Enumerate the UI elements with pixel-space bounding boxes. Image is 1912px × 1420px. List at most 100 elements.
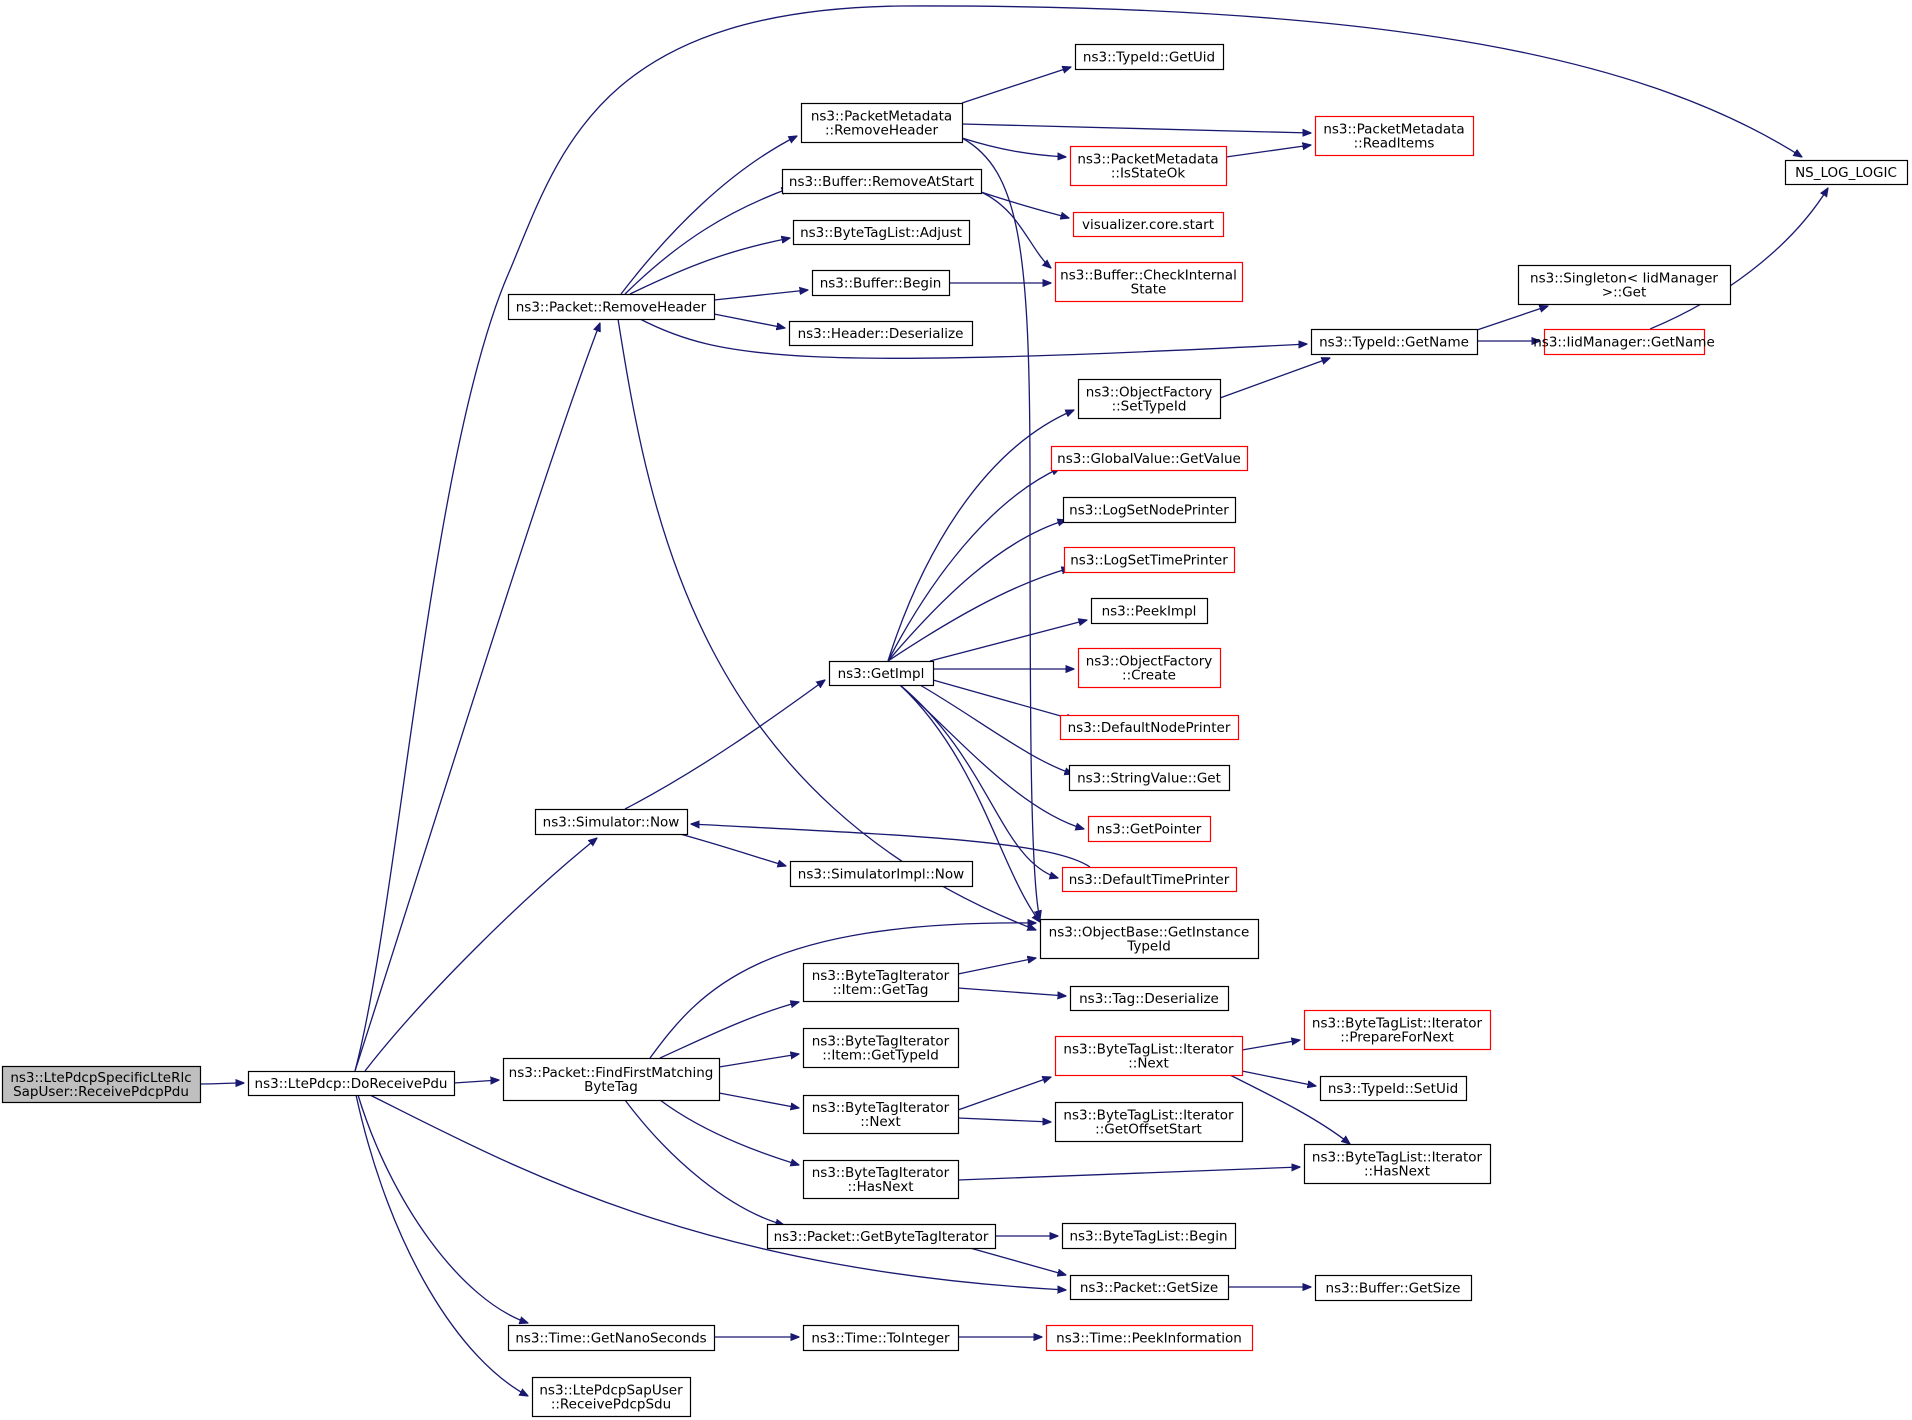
node-bufremove[interactable]: ns3::Buffer::RemoveAtStart [781,168,983,195]
node-bufgetsize[interactable]: ns3::Buffer::GetSize [1314,1274,1473,1302]
node-peekimpl[interactable]: ns3::PeekImpl [1090,597,1209,625]
node-doreceive[interactable]: ns3::LtePdcp::DoReceivePdu [247,1070,456,1097]
node-pmremove[interactable]: ns3::PacketMetadata::RemoveHeader [800,102,964,144]
edge-removeheader-to-btladjust [629,238,790,295]
edge-path [1241,1040,1300,1051]
node-typeidsetuid[interactable]: ns3::TypeId::SetUid [1319,1075,1468,1102]
node-simimplnow[interactable]: ns3::SimulatorImpl::Now [789,860,974,888]
node-root[interactable]: ns3::LtePdcpSpecificLteRlcSapUser::Recei… [1,1065,202,1104]
edge-doreceive-to-findfirst [453,1080,499,1083]
node-box [1054,261,1244,303]
node-label: ns3::Singleton< IidManager [1530,271,1718,287]
node-btlhasnext[interactable]: ns3::ByteTagList::Iterator::HasNext [1303,1143,1492,1185]
edge-path [199,1083,244,1084]
node-removeheader[interactable]: ns3::Packet::RemoveHeader [507,293,716,321]
node-btinext[interactable]: ns3::ByteTagIterator::Next [802,1094,960,1135]
node-box [534,808,689,836]
edge-getimpl-to-peekimpl [929,620,1087,662]
node-label: ns3::Tag::Deserialize [1079,991,1219,1007]
node-lognode[interactable]: ns3::LogSetNodePrinter [1062,496,1237,524]
node-label: visualizer.core.start [1082,217,1214,233]
node-label: ::Item::GetTypeId [822,1048,939,1064]
node-pktgetsize[interactable]: ns3::Packet::GetSize [1069,1274,1230,1301]
edge-doreceive-to-simnow [364,838,597,1072]
edge-path [713,290,808,301]
node-getimpl[interactable]: ns3::GetImpl [828,660,935,687]
node-label: ns3::Time::PeekInformation [1056,1331,1242,1347]
node-iidname[interactable]: ns3::IidManager::GetName [1533,328,1715,356]
edge-path [899,684,1084,829]
node-btlprepare[interactable]: ns3::ByteTagList::Iterator::PrepareForNe… [1303,1009,1492,1051]
edge-path [887,568,1070,662]
node-btlbegin[interactable]: ns3::ByteTagList::Begin [1061,1222,1237,1250]
edge-bufremove-to-vizstart [980,191,1069,218]
edge-path [961,67,1071,104]
node-box [1039,918,1260,960]
edge-path [659,1099,799,1165]
node-typeidname[interactable]: ns3::TypeId::GetName [1310,328,1479,356]
edge-path [624,680,825,810]
node-strget[interactable]: ns3::StringValue::Get [1068,764,1231,792]
node-defnode[interactable]: ns3::DefaultNodePrinter [1059,714,1240,741]
node-label: ns3::ByteTagList::Iterator [1312,1016,1483,1032]
edge-removeheader-to-pmremove [620,136,797,295]
node-btloffset[interactable]: ns3::ByteTagList::Iterator::GetOffsetSta… [1054,1101,1244,1143]
node-btigettag[interactable]: ns3::ByteTagIterator::Item::GetTag [802,962,960,1003]
edge-getimpl-to-strget [919,684,1073,774]
node-box [531,1376,692,1418]
edge-path [617,318,1036,930]
node-btihasnext[interactable]: ns3::ByteTagIterator::HasNext [802,1159,960,1200]
node-btlnext[interactable]: ns3::ByteTagList::Iterator::Next [1054,1035,1244,1077]
node-simnow[interactable]: ns3::Simulator::Now [534,808,689,836]
edge-getimpl-to-defnode [932,679,1075,720]
edge-path [1225,145,1311,158]
node-label: ::RemoveHeader [825,123,938,139]
node-box [1063,546,1236,574]
node-box [802,962,960,1003]
node-pmisstate[interactable]: ns3::PacketMetadata::IsStateOk [1069,145,1228,187]
node-btigettype[interactable]: ns3::ByteTagIterator::Item::GetTypeId [802,1027,960,1069]
node-timepeek[interactable]: ns3::Time::PeekInformation [1045,1324,1254,1352]
node-recvsdu[interactable]: ns3::LtePdcpSapUser::ReceivePdcpSdu [531,1376,692,1418]
edge-doreceive-to-nslog [354,5,1802,1072]
node-label: ns3::ByteTagList::Iterator [1312,1150,1483,1166]
node-layer: ns3::LtePdcpSpecificLteRlcSapUser::Recei… [1,43,1909,1418]
node-typeiduid[interactable]: ns3::TypeId::GetUid [1074,43,1225,71]
node-box [1517,264,1732,306]
edge-findfirst-to-objgetinst [649,923,1036,1059]
node-logtime[interactable]: ns3::LogSetTimePrinter [1063,546,1236,574]
node-vizstart[interactable]: visualizer.core.start [1072,211,1225,238]
node-ofcreate[interactable]: ns3::ObjectFactory::Create [1077,647,1222,689]
node-bufbegin[interactable]: ns3::Buffer::Begin [811,269,951,297]
edge-simnow-to-simimplnow [679,833,786,866]
node-btladjust[interactable]: ns3::ByteTagList::Adjust [792,219,971,246]
node-getnano[interactable]: ns3::Time::GetNanoSeconds [507,1324,716,1352]
node-box [1045,1324,1254,1352]
node-tagdeser[interactable]: ns3::Tag::Deserialize [1069,985,1230,1012]
node-hdrdeser[interactable]: ns3::Header::Deserialize [788,320,974,347]
node-label: State [1131,282,1167,298]
node-label: ns3::TypeId::GetUid [1083,50,1215,66]
node-pktgetbti[interactable]: ns3::Packet::GetByteTagIterator [766,1223,997,1250]
edge-path [980,191,1069,218]
edge-getimpl-to-objgetinst [899,684,1040,922]
node-deftime[interactable]: ns3::DefaultTimePrinter [1061,866,1238,893]
node-label: ns3::Packet::RemoveHeader [516,300,707,316]
node-timetoint[interactable]: ns3::Time::ToInteger [802,1324,960,1352]
node-box [800,102,964,144]
node-singleton[interactable]: ns3::Singleton< IidManager >::Get [1517,264,1732,306]
node-pmread[interactable]: ns3::PacketMetadata::ReadItems [1314,115,1475,157]
node-label: ns3::LtePdcpSpecificLteRlc [10,1070,191,1086]
node-getpointer[interactable]: ns3::GetPointer [1087,815,1212,843]
node-gvgetvalue[interactable]: ns3::GlobalValue::GetValue [1050,445,1249,472]
node-label: ns3::LtePdcp::DoReceivePdu [255,1076,448,1092]
node-nslog[interactable]: NS_LOG_LOGIC [1784,159,1909,186]
edge-doreceive-to-removeheader [354,323,600,1072]
node-ofsettype[interactable]: ns3::ObjectFactory::SetTypeId [1077,378,1222,420]
node-label: ::PrepareForNext [1340,1030,1454,1046]
edge-path [453,1080,499,1083]
